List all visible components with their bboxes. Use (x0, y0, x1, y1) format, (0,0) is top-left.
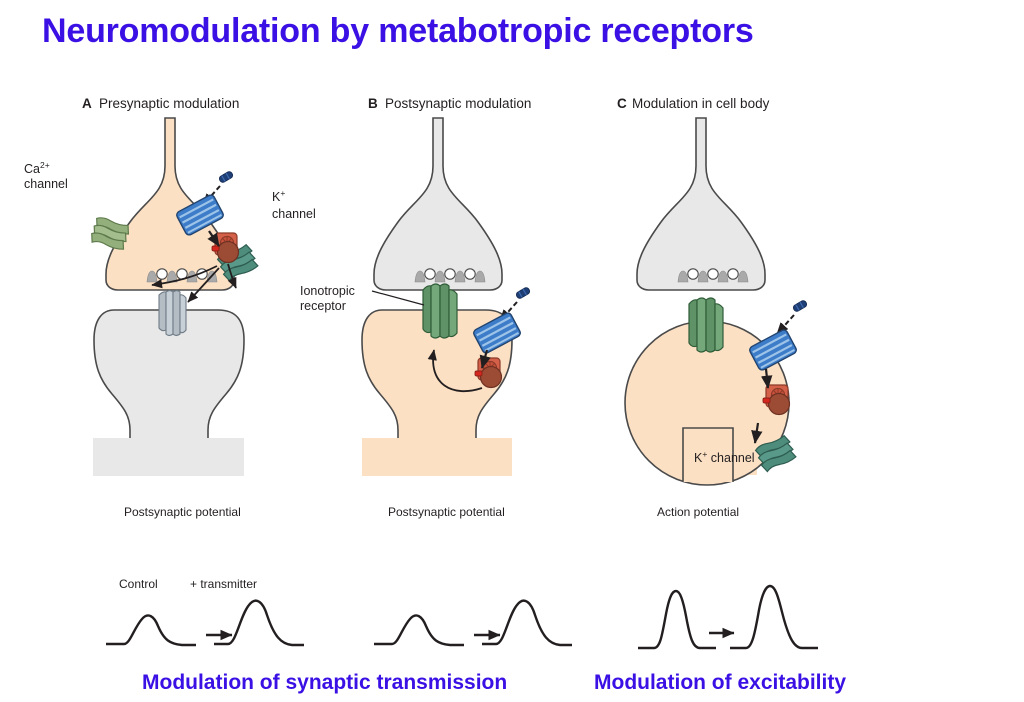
postsynaptic-cell-b (361, 309, 513, 476)
k-channel-label-line1-a: K+ (272, 188, 285, 204)
ca-channel-label-line1: Ca2+ (24, 160, 50, 176)
trace-label-before-a: Control (119, 577, 158, 591)
transmitter-molecule-a (217, 170, 235, 184)
transmitter-binding-arrow-c (776, 314, 795, 335)
trace-transmitter-c (730, 584, 818, 650)
figure-neuromodulation: A Presynaptic modulation Ca2+ (0, 88, 1024, 666)
ionotropic-leader-line-b (371, 290, 425, 306)
caption-synaptic-transmission: Modulation of synaptic transmission (142, 671, 508, 694)
caption-excitability: Modulation of excitability (594, 671, 847, 694)
ionotropic-label-line1-b: Ionotropic (300, 284, 355, 298)
panel-b-title: Postsynaptic modulation (385, 96, 531, 111)
transmitter-molecule-b (514, 286, 532, 300)
transmitter-binding-arrow-b (499, 301, 518, 322)
ca-channel-label-line2: channel (24, 177, 68, 191)
trace-control-a (106, 614, 196, 647)
ionotropic-label-line2-b: receptor (300, 299, 346, 313)
panel-c-title: Modulation in cell body (632, 96, 770, 111)
second-messenger-arrow-b (427, 349, 483, 393)
panel-b: B Postsynaptic modulation Ionotropic rec… (300, 96, 572, 647)
trace-control-b (374, 614, 464, 647)
panel-c-letter: C (617, 96, 627, 111)
gprotein-to-k-channel-arrow-c (751, 422, 763, 444)
trace-transmitter-b (482, 599, 572, 647)
trace-title-c: Action potential (657, 505, 739, 519)
effector-arrow-ca-a (151, 265, 218, 289)
page-title: Neuromodulation by metabotropic receptor… (42, 12, 754, 50)
effector-arrow-k-a (227, 263, 237, 289)
cell-body-c (624, 320, 790, 486)
trace-label-after-a: + transmitter (190, 577, 257, 591)
presynaptic-terminal-b (373, 117, 503, 291)
receptor-to-gprotein-arrow-a (207, 230, 220, 247)
panel-a-letter: A (82, 96, 92, 111)
postsynaptic-cell-a (93, 309, 245, 476)
k-channel-label-line2-a: channel (272, 207, 316, 221)
presynaptic-terminal-c (636, 117, 766, 291)
panel-c: C Modulation in cell body (617, 96, 818, 650)
transmitter-molecule-c (791, 299, 809, 313)
effector-arrow-vesicle-a (187, 267, 220, 303)
receptor-to-gprotein-arrow-b (479, 349, 491, 369)
trace-transmitter-a (214, 599, 304, 647)
panel-a-title: Presynaptic modulation (99, 96, 239, 111)
ionotropic-receptor-c (688, 297, 724, 353)
k-channel-label-c: K+ channel (694, 449, 755, 465)
ion-channel-a (158, 289, 187, 337)
panel-a: A Presynaptic modulation Ca2+ (24, 96, 316, 647)
trace-control-c (638, 589, 716, 650)
receptor-to-gprotein-arrow-c (761, 368, 773, 389)
trace-title-a: Postsynaptic potential (124, 505, 241, 519)
ionotropic-receptor-b (422, 283, 458, 339)
panel-b-letter: B (368, 96, 378, 111)
trace-title-b: Postsynaptic potential (388, 505, 505, 519)
